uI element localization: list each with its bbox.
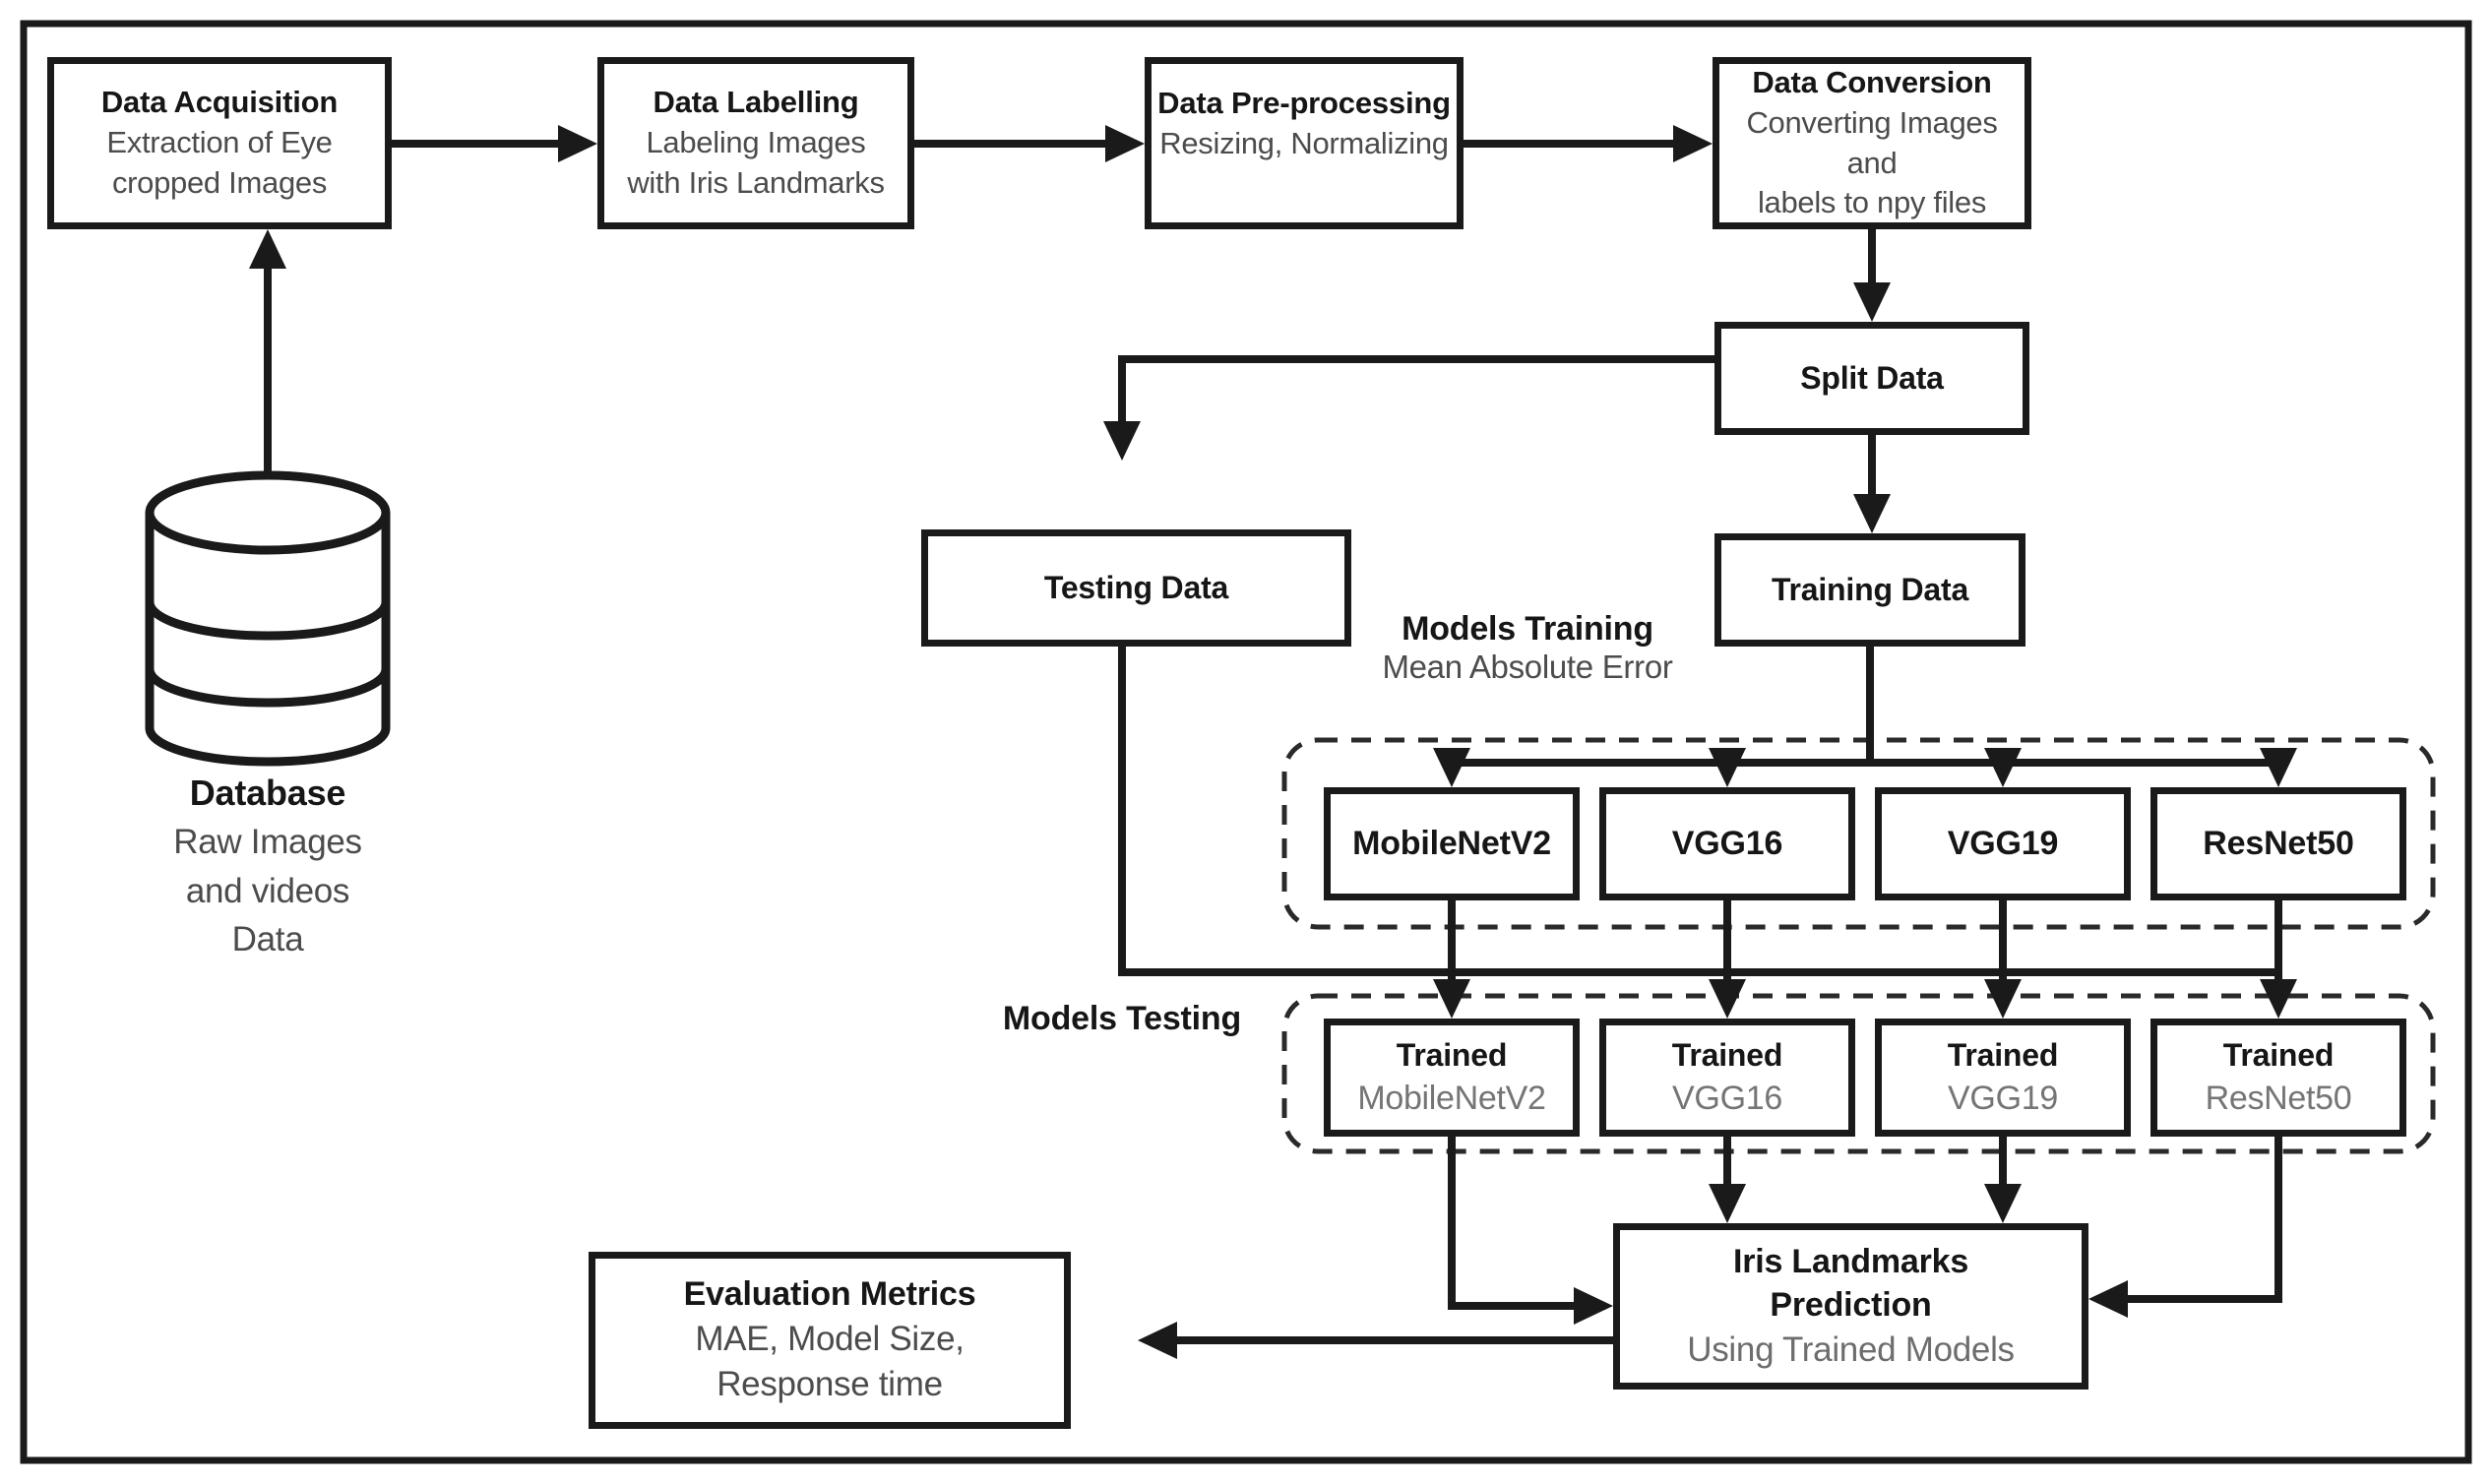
node-split-data: Split Data <box>1714 322 2029 435</box>
section-title: Models Training <box>1402 610 1653 648</box>
node-testing-data: Testing Data <box>921 529 1351 647</box>
node-data-labelling: Data Labelling Labeling Images with Iris… <box>597 57 914 229</box>
node-title: VGG16 <box>1671 825 1783 863</box>
node-subtitle: Raw Images and videos Data <box>173 823 362 959</box>
node-title: Database <box>189 773 346 813</box>
edge-testing-trained-models <box>1118 643 2278 976</box>
edge-trainedresnet-iris <box>2088 1133 2282 1318</box>
node-iris-prediction: Iris Landmarks Prediction Using Trained … <box>1613 1223 2088 1390</box>
node-model-vgg16: VGG16 <box>1599 787 1855 900</box>
models-testing-group <box>1281 993 2436 1154</box>
node-title: Trained <box>2222 1037 2335 1074</box>
node-subtitle: VGG19 <box>1948 1079 2058 1117</box>
outer-frame <box>20 20 2472 1464</box>
node-title: Evaluation Metrics <box>683 1275 976 1314</box>
node-subtitle: Extraction of Eye cropped Images <box>106 125 333 200</box>
edge-trainedmobilenet-iris <box>1448 1133 1613 1325</box>
node-title: Iris Landmarks Prediction <box>1732 1242 1969 1325</box>
node-subtitle: Resizing, Normalizing <box>1159 125 1449 160</box>
node-subtitle: Labeling Images with Iris Landmarks <box>627 125 885 200</box>
node-subtitle: Converting Images and labels to npy file… <box>1746 104 1998 220</box>
models-training-group <box>1281 737 2436 930</box>
node-title: Trained <box>1671 1037 1783 1074</box>
node-title: Data Acquisition <box>100 85 339 120</box>
node-title: MobileNetV2 <box>1352 825 1551 863</box>
node-title: Training Data <box>1771 572 1969 608</box>
node-title: ResNet50 <box>2203 825 2354 863</box>
node-title: Split Data <box>1800 360 1944 397</box>
node-title: Testing Data <box>1043 570 1229 606</box>
models-testing-label: Models Testing <box>960 1000 1284 1038</box>
node-title: Trained <box>1396 1037 1508 1074</box>
node-trained-vgg16: Trained VGG16 <box>1599 1019 1855 1137</box>
node-model-vgg19: VGG19 <box>1875 787 2131 900</box>
models-training-label: Models Training Mean Absolute Error <box>1331 610 1724 686</box>
node-subtitle: ResNet50 <box>2205 1079 2352 1117</box>
node-subtitle: VGG16 <box>1672 1079 1782 1117</box>
node-title: Data Conversion <box>1752 64 1992 99</box>
node-evaluation-metrics: Evaluation Metrics MAE, Model Size, Resp… <box>589 1252 1071 1429</box>
node-title: Trained <box>1947 1037 2059 1074</box>
node-subtitle: Using Trained Models <box>1687 1330 2015 1370</box>
section-subtitle: Mean Absolute Error <box>1382 649 1673 685</box>
node-training-data: Training Data <box>1714 533 2025 647</box>
node-trained-vgg19: Trained VGG19 <box>1875 1019 2131 1137</box>
node-trained-resnet50: Trained ResNet50 <box>2150 1019 2406 1137</box>
node-model-mobilenetv2: MobileNetV2 <box>1324 787 1580 900</box>
edge-split-testing <box>1103 355 1720 461</box>
section-title: Models Testing <box>1002 1000 1242 1037</box>
node-title: Data Labelling <box>653 85 859 120</box>
node-data-preprocessing: Data Pre-processing Resizing, Normalizin… <box>1145 57 1464 229</box>
database-icon <box>145 470 391 767</box>
node-subtitle: MobileNetV2 <box>1357 1079 1546 1117</box>
node-title: VGG19 <box>1947 825 2059 863</box>
database-label: Database Raw Images and videos Data <box>71 768 465 964</box>
node-subtitle: MAE, Model Size, Response time <box>695 1320 965 1404</box>
node-model-resnet50: ResNet50 <box>2150 787 2406 900</box>
node-data-conversion: Data Conversion Converting Images and la… <box>1713 57 2031 229</box>
node-data-acquisition: Data Acquisition Extraction of Eye cropp… <box>47 57 392 229</box>
node-title: Data Pre-processing <box>1157 86 1451 120</box>
node-trained-mobilenetv2: Trained MobileNetV2 <box>1324 1019 1580 1137</box>
